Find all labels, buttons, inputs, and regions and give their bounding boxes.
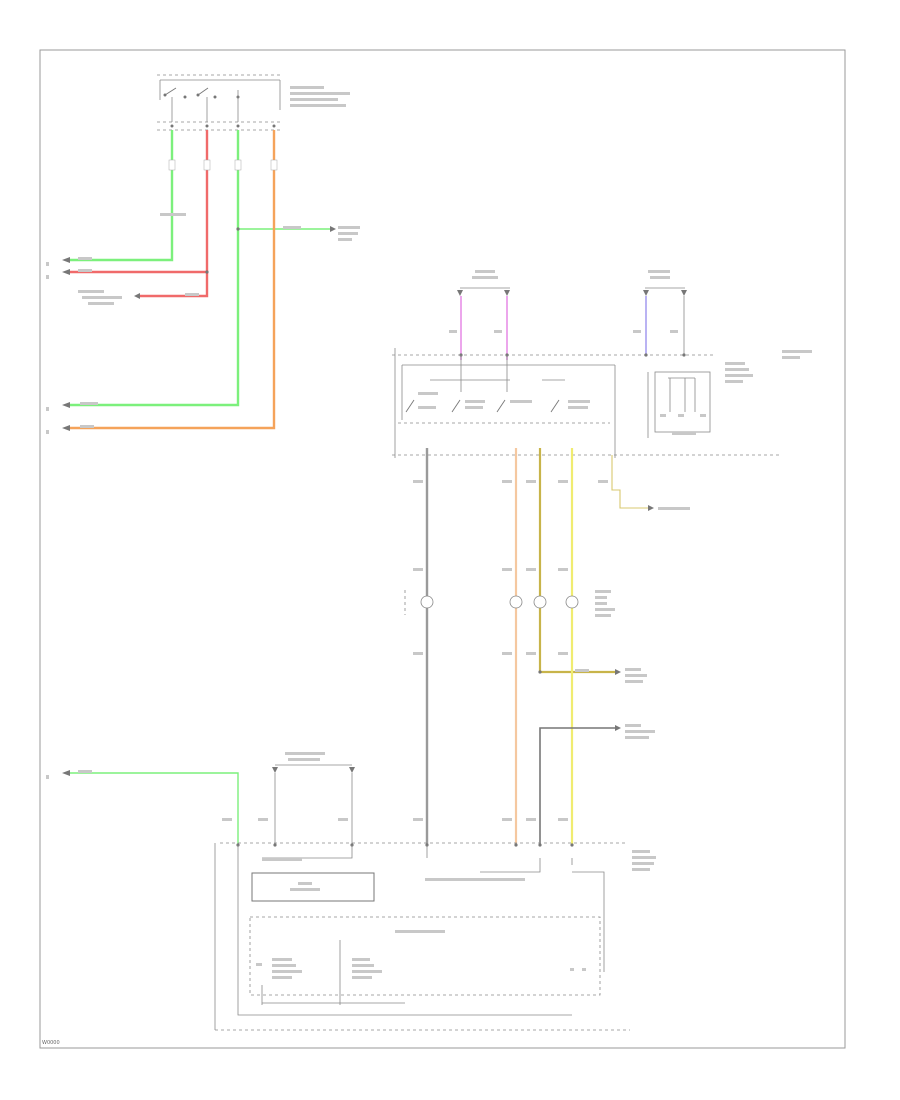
olive-branch <box>611 455 648 509</box>
red-wire-1 <box>70 130 209 274</box>
green-wire-1 <box>70 130 174 262</box>
mid-components <box>404 480 690 821</box>
olive-wire-2 <box>539 727 615 845</box>
top-left-wires <box>70 130 330 430</box>
top-right-wire-labels <box>449 330 678 333</box>
diagram-frame <box>39 49 846 1049</box>
top-right-wires <box>460 296 685 360</box>
switch-module <box>392 348 812 458</box>
top-left-switch-block <box>157 74 350 131</box>
green-wire-2 <box>70 130 240 407</box>
transceiver-box <box>251 872 375 902</box>
orange-wire-1 <box>70 130 276 430</box>
diagram-code: W0000 <box>42 1040 60 1046</box>
top-left-wire-markers <box>46 159 360 434</box>
bottom-left-input <box>46 752 355 845</box>
top-right-inputs <box>457 270 687 296</box>
central-circuits-box <box>249 916 601 996</box>
control-module <box>214 842 656 1031</box>
vertical-wires <box>425 448 648 845</box>
red-wire-2 <box>140 272 209 298</box>
